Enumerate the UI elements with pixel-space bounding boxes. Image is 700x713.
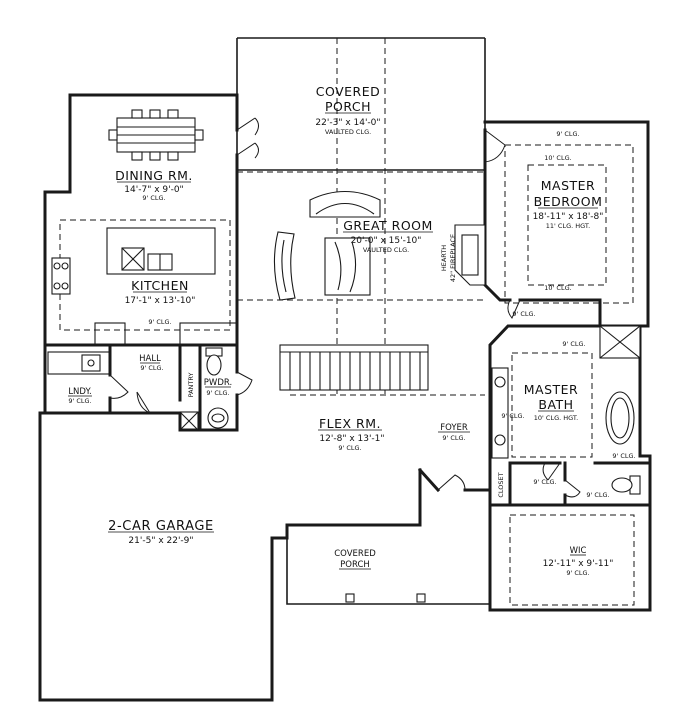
room-label-master-bath: 9' CLG. MASTER BATH 10' CLG. HGT. 9' CLG…: [501, 340, 635, 499]
room-label-flex: FLEX RM. 12'-8" x 13'-1" 9' CLG.: [318, 416, 385, 452]
room-ceiling: 9' CLG.: [68, 397, 91, 405]
room-name: FLEX RM.: [319, 416, 381, 431]
room-ceiling: 9' CLG.: [142, 194, 165, 202]
bed-clg-inner-top: 10' CLG.: [544, 154, 571, 162]
kitchen-counter: [94, 322, 238, 346]
room-dims: 17'-1" x 13'-10": [125, 296, 196, 306]
powder-fixtures: [179, 347, 229, 431]
room-label-covered-porch-front: COVERED PORCH: [334, 549, 376, 570]
room-ceiling: 10' CLG. HGT.: [534, 414, 578, 422]
room-name: WIC: [570, 546, 587, 556]
bath-clg-left: 9' CLG.: [501, 412, 524, 420]
wic-area-clg-2: 9' CLG.: [586, 491, 609, 499]
room-label-dining: DINING RM. 14'-7" x 9'-0" 9' CLG.: [115, 168, 193, 202]
room-ceiling: 9' CLG.: [442, 434, 465, 442]
fireplace-size-label: 42" FIREPLACE: [449, 234, 457, 282]
room-name: KITCHEN: [131, 278, 189, 293]
dining-table: [108, 109, 204, 161]
closet-text: CLOSET: [497, 472, 505, 497]
room-label-great-room: GREAT ROOM 20'-0" x 15'-10" VAULTED CLG.: [343, 218, 433, 254]
stove: [51, 257, 71, 295]
room-name: PORCH: [340, 560, 370, 570]
pantry-label: PANTRY: [187, 373, 195, 398]
great-room-furniture: [273, 191, 381, 301]
room-ceiling: 9' CLG.: [338, 444, 361, 452]
room-name: DINING RM.: [115, 168, 193, 183]
room-label-master-bedroom: 9' CLG. 10' CLG. MASTER BEDROOM 18'-11" …: [512, 130, 603, 318]
kitchen-ceiling: 9' CLG.: [148, 318, 171, 326]
room-dims: 12'-8" x 13'-1": [319, 434, 384, 444]
laundry-fixtures: [47, 351, 111, 375]
room-ceiling: VAULTED CLG.: [363, 246, 409, 254]
closet-label: CLOSET: [497, 472, 505, 497]
bed-clg-inner-bottom: 10' CLG.: [544, 284, 571, 292]
fireplace: [454, 224, 486, 286]
room-label-kitchen: KITCHEN 17'-1" x 13'-10" 9' CLG.: [125, 278, 196, 326]
porch-posts: [345, 593, 426, 603]
fireplace-label: HEARTH 42" FIREPLACE: [440, 234, 457, 282]
room-label-laundry: LNDY. 9' CLG.: [68, 387, 92, 405]
bed-clg-top: 9' CLG.: [556, 130, 579, 138]
room-name: COVERED: [334, 549, 376, 559]
bath-clg-right: 9' CLG.: [612, 452, 635, 460]
pantry-text: PANTRY: [187, 373, 195, 398]
room-ceiling: 9' CLG.: [140, 364, 163, 372]
bath-fixtures: [491, 325, 641, 495]
room-dims: 20'-0" x 15'-10": [351, 236, 422, 246]
room-dims: 12'-11" x 9'-11": [543, 559, 614, 569]
room-name: BATH: [538, 397, 573, 412]
room-name: COVERED: [316, 84, 381, 99]
room-dims: 22'-3" x 14'-0": [315, 118, 380, 128]
room-dims: 14'-7" x 9'-0": [124, 185, 183, 195]
room-label-covered-porch-rear: COVERED PORCH 22'-3" x 14'-0" VAULTED CL…: [315, 84, 380, 136]
exterior-walls: [38, 37, 652, 702]
staircase: [279, 344, 429, 391]
room-name: PWDR.: [204, 378, 232, 388]
room-ceiling: 11' CLG. HGT.: [546, 222, 590, 230]
wic-area-clg-1: 9' CLG.: [533, 478, 556, 486]
room-ceiling: 9' CLG.: [566, 569, 589, 577]
room-label-wic: WIC 12'-11" x 9'-11" 9' CLG.: [543, 546, 614, 577]
room-label-foyer: FOYER 9' CLG.: [438, 423, 470, 442]
room-name: BEDROOM: [534, 194, 603, 209]
room-label-hall: HALL 9' CLG.: [139, 354, 163, 372]
room-name: MASTER: [524, 382, 579, 397]
room-label-powder: PWDR. 9' CLG.: [204, 378, 232, 397]
room-name: LNDY.: [68, 387, 91, 397]
stair-treads: [289, 352, 421, 390]
room-name: 2-CAR GARAGE: [108, 519, 214, 534]
room-ceiling: VAULTED CLG.: [325, 128, 371, 136]
room-ceiling: 9' CLG.: [206, 389, 229, 397]
hearth-label: HEARTH: [440, 245, 448, 271]
room-name: MASTER: [541, 178, 596, 193]
doors: [109, 117, 581, 498]
kitchen-island: [106, 227, 216, 275]
room-name: PORCH: [325, 99, 371, 114]
room-dims: 18'-11" x 18'-8": [533, 212, 604, 222]
room-name: GREAT ROOM: [343, 218, 433, 233]
room-name: HALL: [139, 354, 161, 364]
bath-clg-upper: 9' CLG.: [562, 340, 585, 348]
bed-corner-clg: 9' CLG.: [512, 310, 535, 318]
room-dims: 21'-5" x 22'-9": [128, 536, 193, 546]
room-name: FOYER: [440, 423, 468, 433]
room-label-garage: 2-CAR GARAGE 21'-5" x 22'-9": [108, 519, 214, 546]
